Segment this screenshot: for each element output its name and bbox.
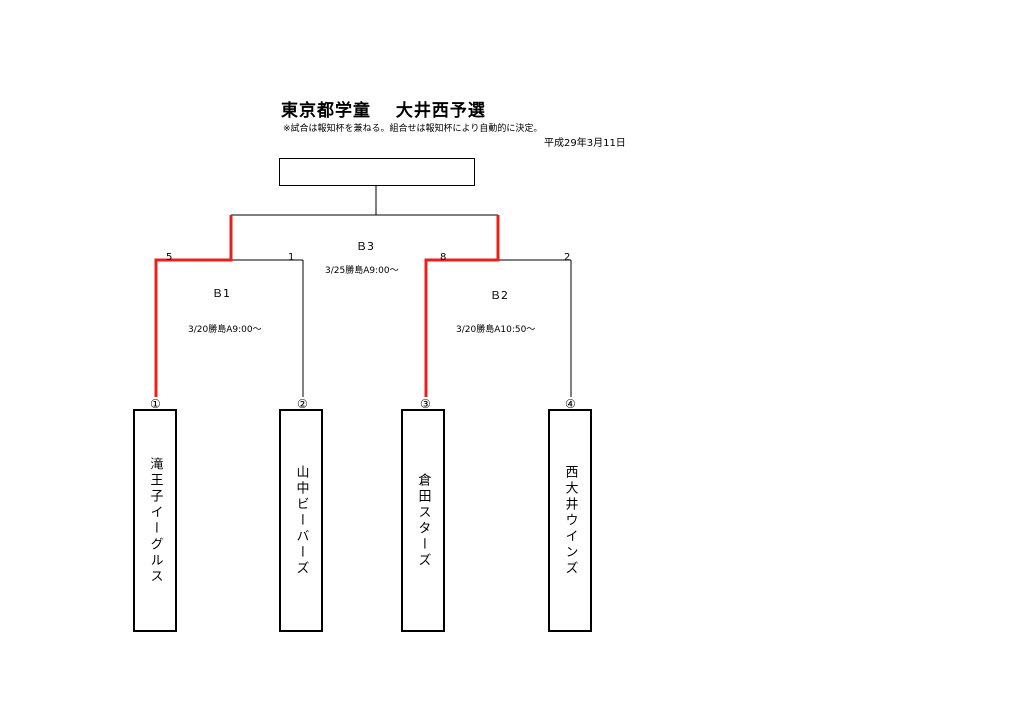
winner-path-team1: [154, 215, 233, 397]
page-title: 東京都学童 大井西予選: [281, 101, 486, 121]
match-b2-name: Ｂ2: [490, 289, 508, 302]
tournament-date: 平成29年3月11日: [544, 138, 626, 149]
team-name-2: 山中ビーバーズ: [293, 464, 309, 577]
score-team1: 5: [166, 252, 172, 263]
team-box-4: 西大井ウインズ: [548, 409, 592, 632]
match-b2-time: 3/20勝島A10:50～: [456, 323, 535, 335]
seed-team3: ③: [420, 397, 431, 411]
team-box-3: 倉田スターズ: [401, 409, 445, 632]
match-b3-name: Ｂ3: [356, 240, 374, 253]
match-b1-name: Ｂ1: [212, 287, 230, 300]
score-team4: 2: [564, 252, 570, 263]
winner-path-team3: [424, 215, 500, 397]
team-box-1: 滝王子イーグルス: [133, 409, 177, 632]
team-name-1: 滝王子イーグルス: [147, 456, 163, 585]
team-name-4: 西大井ウインズ: [562, 464, 578, 577]
team-box-2: 山中ビーバーズ: [279, 409, 323, 632]
seed-team4: ④: [565, 397, 576, 411]
champion-box: [279, 158, 475, 186]
score-team2: 1: [288, 252, 294, 263]
tournament-note: ※試合は報知杯を兼ねる。組合せは報知杯により自動的に決定。: [283, 124, 543, 134]
team-name-3: 倉田スターズ: [415, 472, 431, 569]
score-team3: 8: [440, 252, 446, 263]
match-b3-time: 3/25勝島A9:00～: [325, 264, 399, 276]
match-b1-time: 3/20勝島A9:00～: [188, 323, 262, 335]
seed-team1: ①: [150, 397, 161, 411]
seed-team2: ②: [297, 397, 308, 411]
